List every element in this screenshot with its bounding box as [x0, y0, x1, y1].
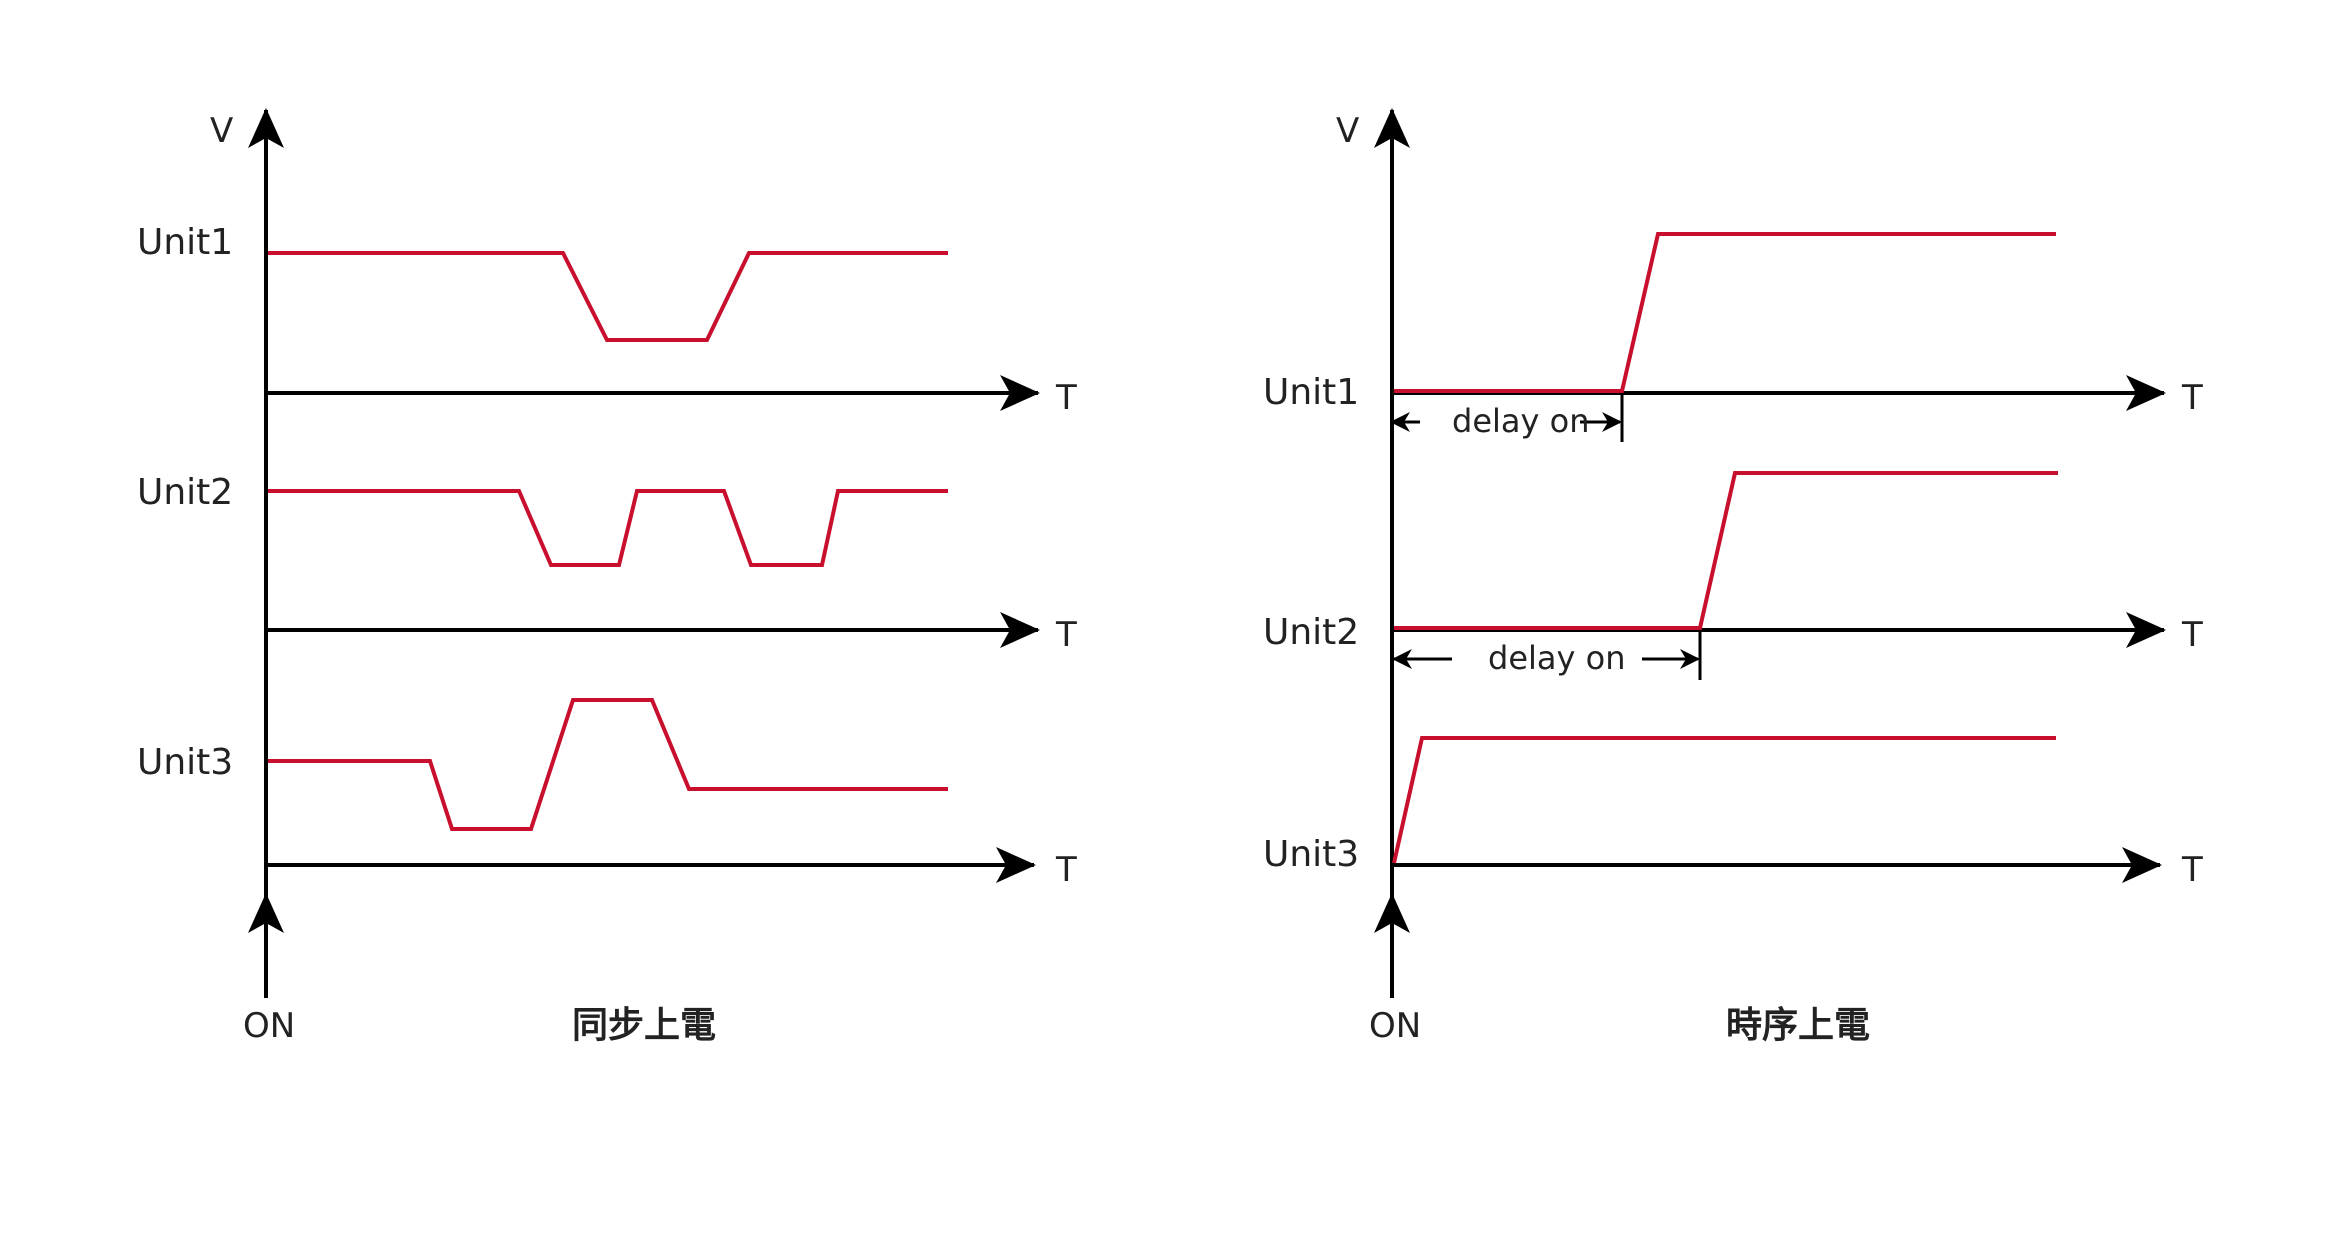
left-t-label-2: T: [1055, 615, 1077, 655]
right-unit1-signal: [1394, 232, 2056, 393]
left-on-label: ON: [243, 1006, 295, 1046]
right-unit3-signal: [1392, 736, 2056, 864]
left-unit1-label: Unit1: [137, 222, 233, 263]
right-t-label-1: T: [2181, 378, 2203, 418]
left-unit2-label: Unit2: [137, 472, 233, 513]
left-unit2-signal: [268, 489, 948, 567]
right-unit2-signal: [1394, 471, 2058, 630]
right-t-label-2: T: [2181, 615, 2203, 655]
right-on-label: ON: [1369, 1006, 1421, 1046]
right-unit2-label: Unit2: [1263, 612, 1359, 653]
right-v-label: V: [1336, 111, 1359, 151]
left-unit1-signal: [268, 251, 948, 342]
sequential-power-on-diagram: delay on delay on V Unit1 Unit2 Unit3 T …: [1263, 108, 2203, 1046]
right-unit3-label: Unit3: [1263, 834, 1359, 875]
delay-on-label-1: delay on: [1452, 402, 1589, 440]
left-t-label-3: T: [1055, 850, 1077, 890]
delay-on-marker-unit1: delay on: [1390, 393, 1624, 442]
left-unit3-label: Unit3: [137, 742, 233, 783]
sync-power-on-diagram: V Unit1 Unit2 Unit3 T T T ON 同步上電: [137, 108, 1077, 1046]
delay-on-marker-unit2: delay on: [1392, 630, 1702, 680]
left-v-label: V: [210, 111, 233, 151]
left-unit3-signal: [268, 698, 948, 831]
left-caption: 同步上電: [572, 1005, 716, 1046]
right-t-label-3: T: [2181, 850, 2203, 890]
delay-on-label-2: delay on: [1488, 639, 1625, 677]
right-unit1-label: Unit1: [1263, 372, 1359, 413]
left-t-label-1: T: [1055, 378, 1077, 418]
right-caption: 時序上電: [1726, 1005, 1870, 1046]
